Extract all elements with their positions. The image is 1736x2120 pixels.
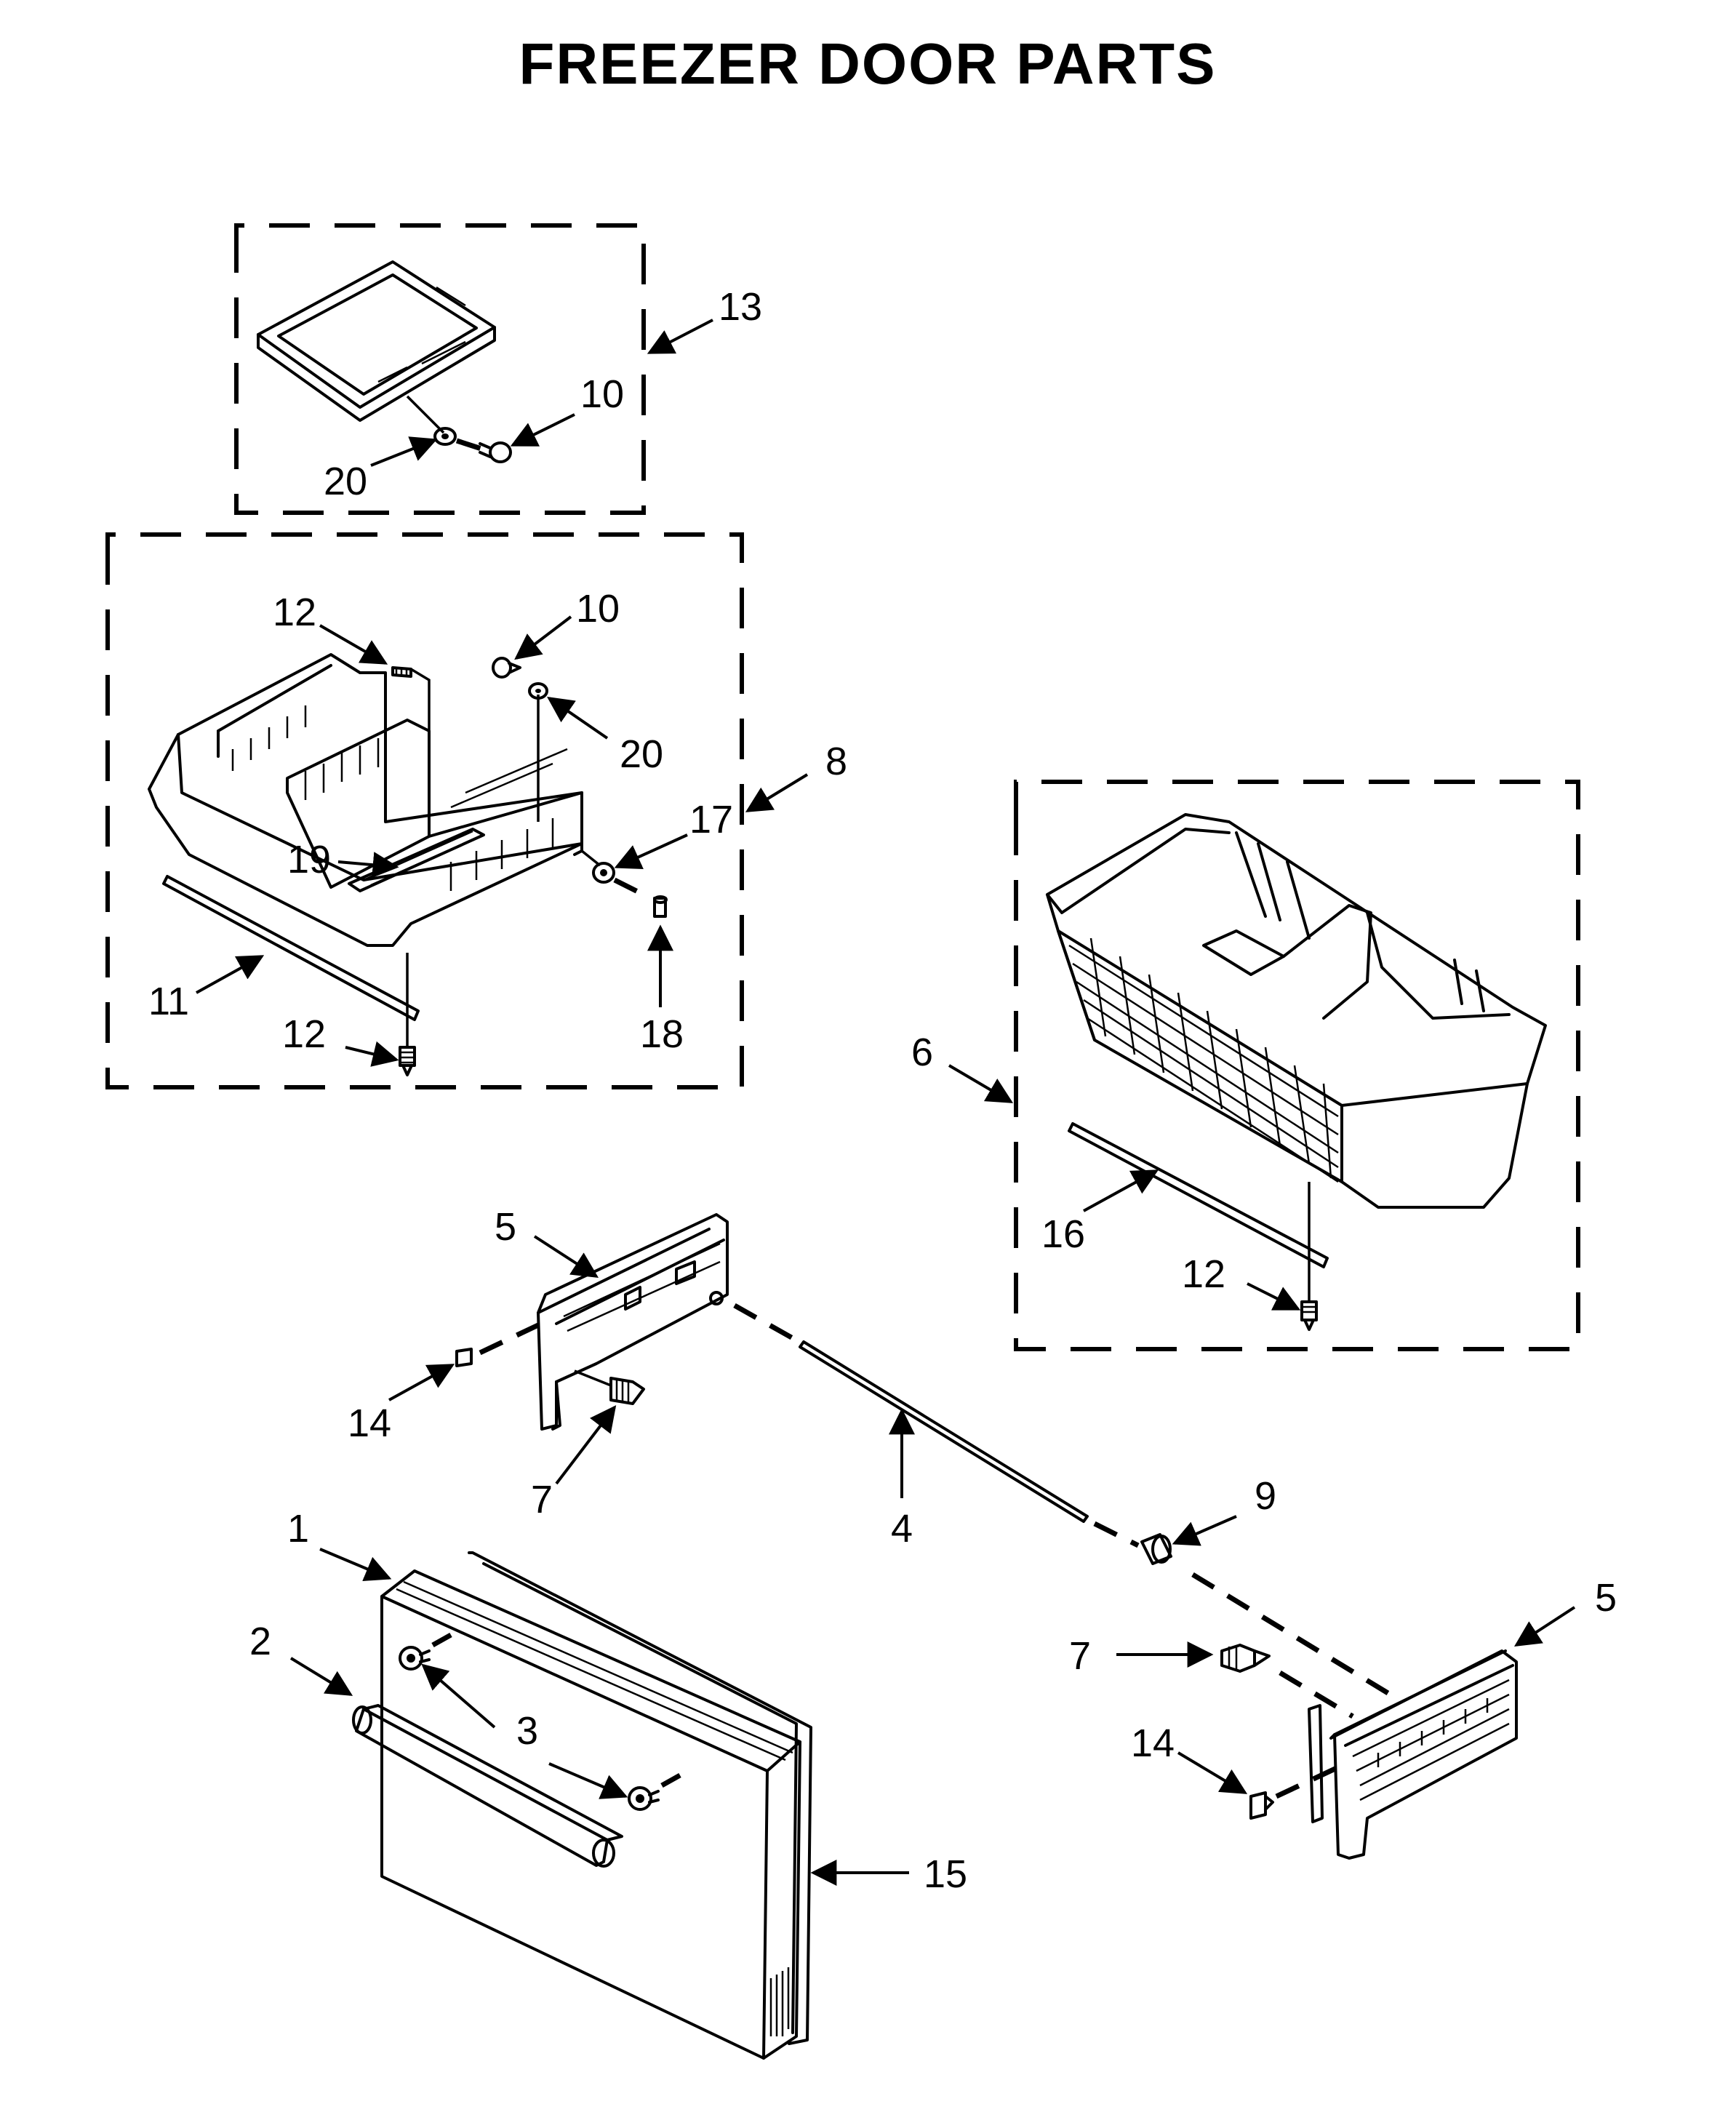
leader-12-upper [319, 624, 388, 665]
leader-12-lower-right [1247, 1282, 1301, 1311]
callout-7-left: 7 [531, 1478, 553, 1521]
callout-12-upper: 12 [273, 591, 316, 634]
group-box-13-shelf [234, 223, 646, 515]
door-panel-1 [380, 1569, 801, 2060]
clip-14-right-dash [1275, 1764, 1340, 1799]
callout-13: 13 [719, 285, 762, 329]
spacer-20-upper [528, 682, 548, 700]
lower-freezer-basket [1046, 813, 1547, 1209]
leader-1 [319, 1548, 392, 1582]
group-box-6-lower-basket [1014, 780, 1580, 1351]
callout-2: 2 [249, 1620, 271, 1663]
clip-14-right [1249, 1791, 1274, 1820]
callout-14-left: 14 [348, 1401, 391, 1445]
screw-10-upper [492, 657, 521, 679]
callout-7-right: 7 [1069, 1634, 1091, 1678]
spacer-20-top [433, 427, 457, 446]
shelf-connector-line [406, 395, 445, 434]
leader-5-right [1513, 1606, 1576, 1647]
spacer-17 [592, 862, 615, 884]
leader-9 [1172, 1515, 1237, 1546]
group-box-8-upper-basket [105, 532, 744, 1089]
leader-20-upper [547, 696, 609, 740]
rail-19 [348, 828, 485, 892]
spacer-17-connector [580, 849, 601, 867]
callout-12-lower-left: 12 [282, 1012, 326, 1056]
callout-5-left: 5 [495, 1205, 516, 1249]
slide-rail-right [1308, 1649, 1518, 1860]
screw-7-right [1220, 1644, 1271, 1673]
callout-15: 15 [924, 1852, 967, 1896]
callout-3: 3 [516, 1709, 538, 1753]
callout-5-right: 5 [1595, 1576, 1617, 1620]
bushing-9 [1140, 1533, 1172, 1565]
callout-19: 19 [287, 838, 331, 881]
rod-4 [799, 1340, 1089, 1523]
callout-1: 1 [287, 1507, 309, 1551]
callout-4: 4 [891, 1507, 913, 1551]
leader-13 [647, 319, 713, 354]
callout-8: 8 [825, 740, 847, 783]
rod-4-dash-right [1093, 1521, 1140, 1548]
leader-6 [948, 1064, 1014, 1103]
leader-8 [745, 773, 809, 812]
spacer-17-dash [613, 877, 652, 901]
screw-12-upper [391, 666, 412, 678]
callout-12-lower-right: 12 [1182, 1252, 1225, 1296]
callout-6: 6 [911, 1031, 933, 1074]
screw-7-right-dash [1279, 1670, 1354, 1719]
clip-14-left [455, 1348, 473, 1367]
door-gasket-15 [468, 1551, 812, 2045]
leader-10-upper [514, 615, 572, 660]
leader-11 [196, 955, 265, 994]
callout-11: 11 [148, 980, 189, 1023]
screw-12-lower-right [1300, 1300, 1318, 1331]
callout-18: 18 [640, 1012, 684, 1056]
leader-19 [337, 852, 399, 879]
leader-14-right [1177, 1751, 1248, 1794]
leader-16 [1083, 1169, 1159, 1212]
callout-20-top: 20 [324, 460, 367, 503]
upper-freezer-basket [148, 653, 583, 947]
leader-5-left [533, 1235, 599, 1278]
bumper-18 [653, 895, 668, 918]
screw-10-top [479, 441, 512, 463]
screw-3-upper-dash [431, 1632, 452, 1648]
screw-12-lower-left [399, 1046, 416, 1076]
leader-3-lower [548, 1762, 628, 1799]
leader-10-top [510, 413, 575, 447]
freezer-shelf [257, 260, 496, 422]
screw-12-connector [410, 668, 431, 829]
leader-3-upper [421, 1663, 496, 1729]
page-title: FREEZER DOOR PARTS [519, 31, 1216, 96]
callout-20-upper: 20 [620, 732, 663, 776]
callout-10-upper: 10 [576, 587, 620, 631]
screw-3-lower [628, 1786, 660, 1811]
leader-17 [614, 833, 688, 870]
slide-rail-left [537, 1213, 729, 1431]
screw-7-left [609, 1377, 645, 1405]
door-handle-2 [352, 1704, 623, 1868]
callout-14-right: 14 [1131, 1721, 1175, 1765]
shelf-dash-line [455, 438, 485, 452]
leader-2 [289, 1657, 353, 1696]
callout-10-top: 10 [580, 372, 624, 416]
rod-4-dash-left [733, 1303, 794, 1341]
callout-17: 17 [689, 798, 733, 841]
leader-14-left [388, 1364, 455, 1401]
callout-9: 9 [1255, 1474, 1276, 1518]
screw-7-left-connector [574, 1369, 612, 1387]
trim-strip-16 [1068, 1122, 1329, 1268]
callout-16: 16 [1041, 1212, 1085, 1256]
clip-14-left-dash [479, 1322, 540, 1356]
leader-7-left [555, 1405, 617, 1485]
leader-12-lower-left [345, 1041, 399, 1067]
screw-3-lower-dash [660, 1772, 681, 1788]
trim-strip-11 [162, 875, 420, 1021]
screw-3-upper [399, 1646, 431, 1671]
leader-20-top [370, 436, 438, 467]
